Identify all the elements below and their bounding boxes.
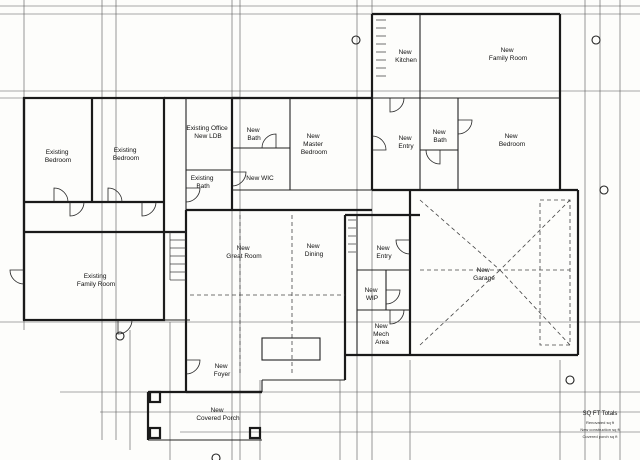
room-label-new-family-room: New Family Room <box>489 47 527 62</box>
room-label-new-kitchen: New Kitchen <box>395 49 417 64</box>
room-label-new-foyer: New Foyer <box>214 363 231 378</box>
porch-column <box>248 426 262 440</box>
room-label-new-entry-1: New Entry <box>398 135 414 150</box>
room-label-new-wic: New WIC <box>246 175 274 182</box>
room-label-existing-bedroom-1: Existing Bedroom <box>45 149 71 164</box>
room-label-existing-office: Existing Office New LDB <box>186 125 229 140</box>
room-label-new-mech-area: New Mech Area <box>373 323 391 346</box>
stairs <box>169 19 386 281</box>
porch-column <box>148 390 162 404</box>
sq-ft-totals-note: SQ FT Totals Renovated sq ft New constru… <box>580 411 620 439</box>
garage-slope-lines <box>419 199 571 346</box>
room-label-existing-family-room: Existing Family Room <box>77 273 115 288</box>
sq-ft-totals-title: SQ FT Totals <box>583 411 618 417</box>
porch-column <box>148 426 162 440</box>
room-label-new-bedroom: New Bedroom <box>499 133 525 148</box>
room-label-new-great-room: New Great Room <box>226 245 261 260</box>
new-construction-walls <box>184 12 580 394</box>
room-label-new-bath-2: New Bath <box>433 129 448 144</box>
room-label-new-garage: New Garage <box>473 267 495 282</box>
room-label-new-master-bedroom: New Master Bedroom <box>301 133 327 156</box>
door-swings <box>9 97 473 375</box>
great-room-ceiling-lines <box>190 215 345 375</box>
room-label-new-wip: New WIP <box>365 287 380 302</box>
survey-markers <box>115 35 609 460</box>
room-label-existing-bedroom-2: Existing Bedroom <box>113 147 139 162</box>
room-label-new-entry-2: New Entry <box>376 245 392 260</box>
sq-ft-totals-line-2: New construction sq ft <box>580 427 620 432</box>
room-label-existing-bath: Existing Bath <box>191 175 216 190</box>
room-label-new-covered-porch: New Covered Porch <box>196 407 240 422</box>
room-label-new-bath-1: New Bath <box>247 127 262 142</box>
sq-ft-totals-line-1: Renovated sq ft <box>586 420 615 425</box>
covered-porch <box>146 390 262 441</box>
existing-wing-walls <box>22 96 240 322</box>
sq-ft-totals-line-3: Covered porch sq ft <box>583 434 619 439</box>
kitchen-island <box>261 337 321 361</box>
room-label-new-dining: New Dining <box>305 243 324 258</box>
